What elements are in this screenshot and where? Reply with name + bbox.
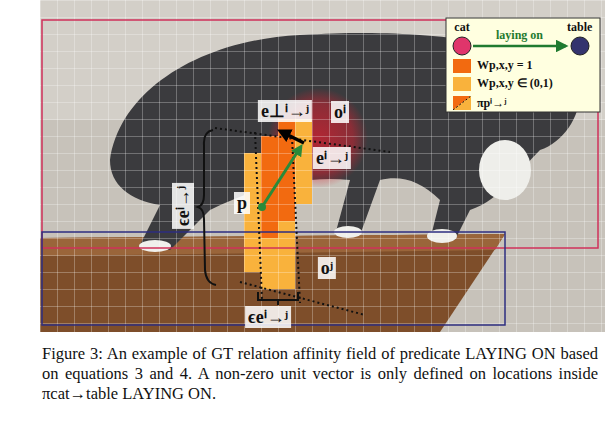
perpendicular-arrow (282, 132, 304, 143)
legend-panel (446, 18, 600, 112)
relation-arrow (473, 45, 566, 48)
legend-text: πpⁱ→ʲ (477, 94, 506, 111)
object-label: oⁱ (331, 101, 349, 123)
legend-swatch (453, 59, 471, 73)
photo (40, 0, 605, 332)
legend-text: Wp,x,y = 1 (477, 58, 533, 73)
legend-entry: Wp,x,y = 1 (453, 58, 533, 73)
legend-swatch (453, 77, 471, 91)
entity-circle (570, 36, 590, 56)
width-label: ϵeⁱ→ʲ (245, 306, 291, 328)
legend-entry: πpⁱ→ʲ (453, 94, 506, 111)
legend-text: Wp,x,y ∈ (0,1) (477, 76, 553, 91)
vector-label: eⁱ→ʲ (313, 147, 351, 169)
relation-label: laying on (494, 28, 545, 43)
width-bracket (198, 130, 216, 285)
point-label: p (234, 192, 250, 214)
region-lines (215, 128, 390, 315)
width-label: ϵeⁱ→ʲ (172, 183, 194, 229)
object-label: oʲ (318, 257, 336, 279)
entity-node: cat (452, 21, 472, 56)
entity-node: table (567, 21, 592, 56)
caption: Figure 3: An example of GT relation affi… (42, 344, 598, 404)
entity-name: table (567, 21, 592, 34)
point-dot (258, 203, 266, 211)
vector-label: e⊥ⁱ→ʲ (258, 100, 312, 122)
entity-circle (452, 36, 472, 56)
entity-name: cat (454, 21, 469, 34)
legend-entry: Wp,x,y ∈ (0,1) (453, 76, 553, 91)
width-bracket (258, 292, 298, 305)
direction-arrow (262, 148, 300, 207)
legend-region-sample (453, 96, 471, 110)
grid (40, 0, 605, 332)
